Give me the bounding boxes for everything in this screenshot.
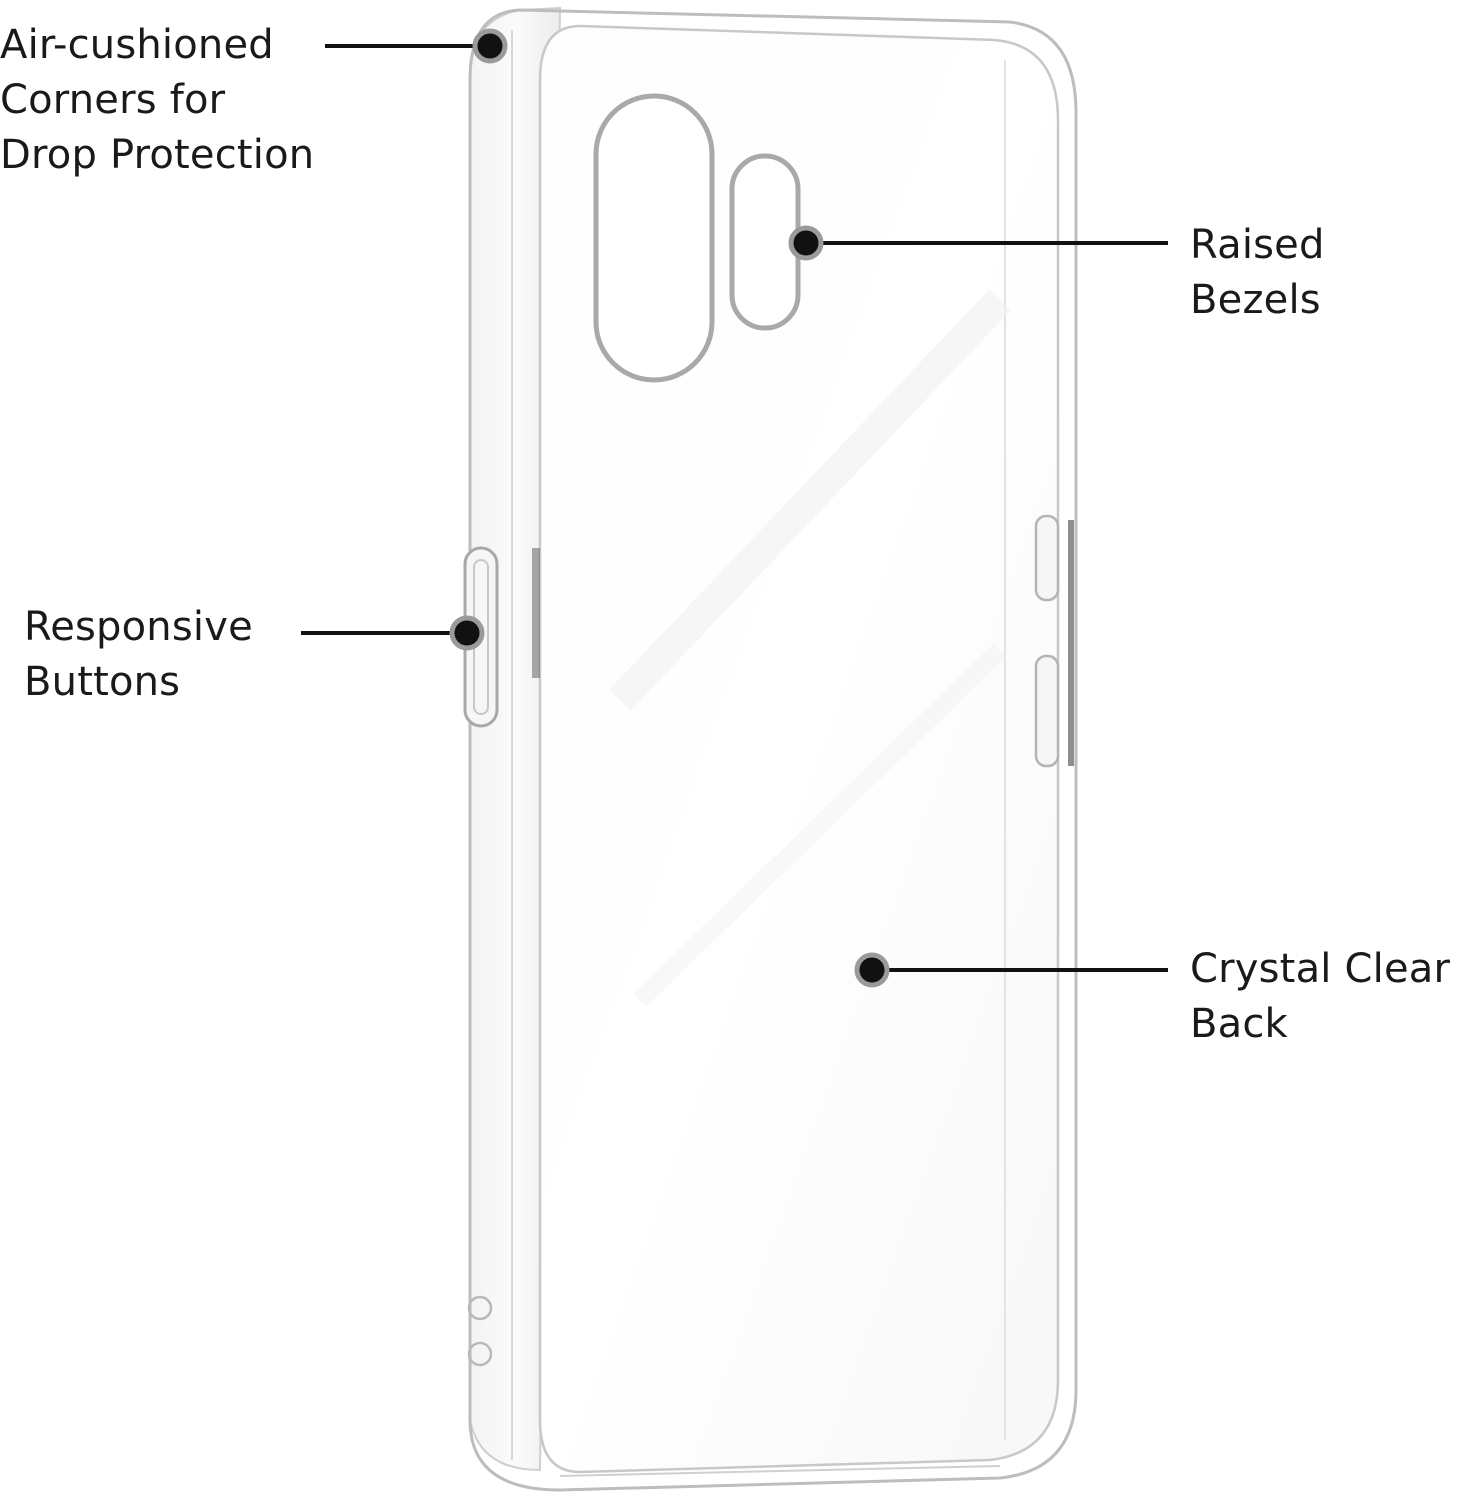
label-line: Drop Protection [0, 132, 315, 178]
label-line: Back [1190, 1001, 1288, 1047]
case-reflection-2 [633, 643, 1007, 1007]
callout-marker [449, 615, 485, 651]
label-line: Corners for [0, 77, 226, 123]
label-raised-bezels: Raised Bezels [1190, 218, 1325, 328]
case-right-button-lower [1034, 654, 1060, 768]
label-air-cushioned-corners: Air-cushioned Corners for Drop Protectio… [0, 18, 314, 183]
label-line: Crystal Clear [1190, 946, 1451, 992]
callout-marker [472, 28, 508, 64]
case-right-edge-dark [1068, 520, 1074, 766]
label-line: Responsive [24, 604, 253, 650]
camera-cutout-large [593, 93, 715, 383]
label-line: Bezels [1190, 277, 1321, 323]
case-left-edge-dark [532, 548, 540, 678]
case-outer-shell [468, 8, 1078, 1492]
label-line: Buttons [24, 659, 181, 705]
label-line: Raised [1190, 222, 1325, 268]
label-responsive-buttons: Responsive Buttons [24, 600, 253, 710]
callout-bezels [788, 225, 1168, 261]
callout-corners [325, 28, 508, 64]
callout-marker [788, 225, 824, 261]
label-crystal-clear-back: Crystal Clear Back [1190, 942, 1450, 1052]
label-line: Air-cushioned [0, 22, 274, 68]
callout-back [854, 952, 1168, 988]
callout-marker [854, 952, 890, 988]
case-bottom-lip [559, 1465, 1001, 1477]
case-port-hole [467, 1341, 493, 1367]
case-right-button-upper [1034, 514, 1060, 602]
case-reflection [609, 289, 1011, 711]
case-port-hole [467, 1295, 493, 1321]
camera-cutout-small [729, 153, 801, 331]
callout-buttons [301, 615, 485, 651]
